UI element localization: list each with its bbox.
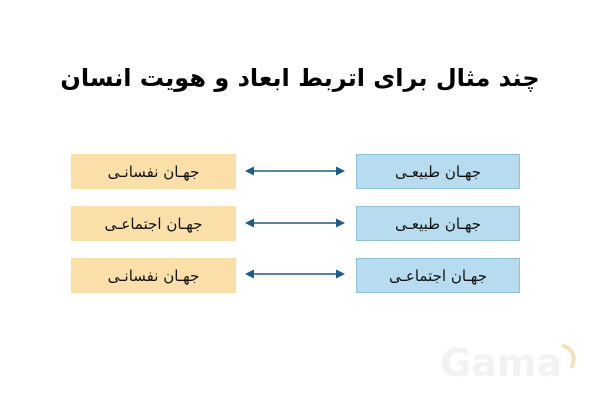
double-headed-arrow-icon [245, 218, 345, 228]
diagram-title: چند مثال برای اتربط ابعاد و هویت انسان [60, 64, 540, 92]
left-box-row-2: جهـان اجتماعـی [71, 206, 236, 241]
double-headed-arrow-icon [245, 269, 345, 279]
svg-text:Gama: Gama [440, 341, 562, 385]
right-box-row-2: جهـان طبیعـی [356, 206, 520, 241]
gama-watermark-logo: Gama [440, 341, 576, 385]
left-box-row-3: جهـان نفسانـی [71, 258, 236, 293]
right-box-row-1: جهـان طبیعـی [356, 154, 520, 189]
right-box-row-3: جهـان اجتماعـی [356, 258, 520, 293]
double-headed-arrow-icon [245, 166, 345, 176]
left-box-row-1: جهـان نفسانـی [71, 154, 236, 189]
